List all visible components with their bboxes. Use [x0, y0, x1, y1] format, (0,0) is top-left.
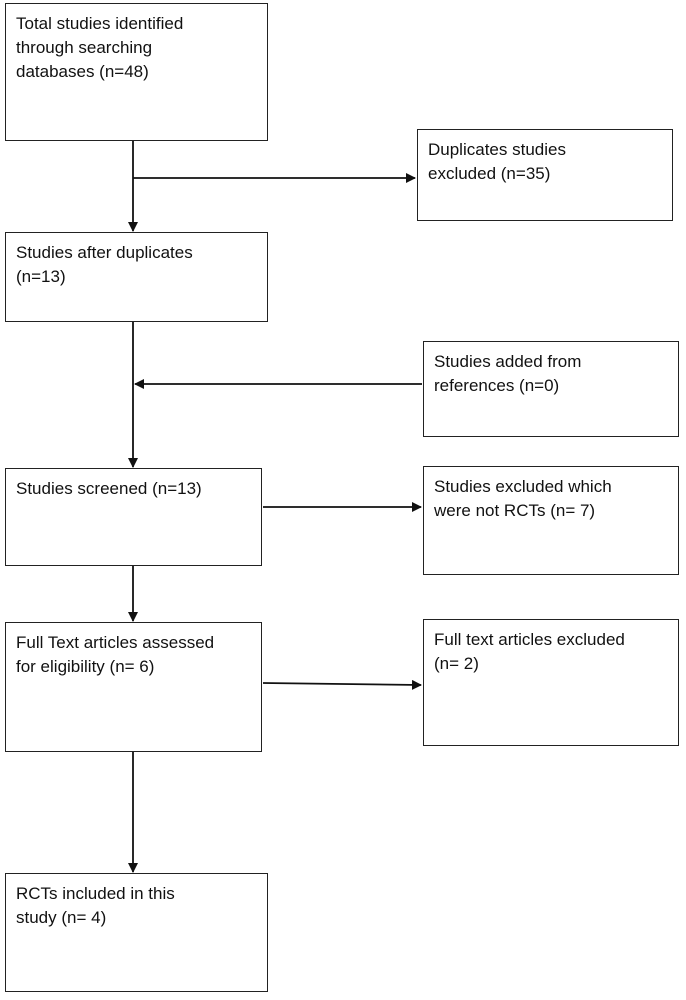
box-duplicates-excluded: Duplicates studies excluded (n=35)	[417, 129, 673, 221]
box-added-from-references: Studies added from references (n=0)	[423, 341, 679, 437]
box-rcts-included: RCTs included in this study (n= 4)	[5, 873, 268, 992]
box-after-duplicates: Studies after duplicates (n=13)	[5, 232, 268, 322]
box-full-text-assessed: Full Text articles assessed for eligibil…	[5, 622, 262, 752]
box-excluded-not-rcts: Studies excluded which were not RCTs (n=…	[423, 466, 679, 575]
box-studies-screened: Studies screened (n=13)	[5, 468, 262, 566]
box-full-text-excluded: Full text articles excluded (n= 2)	[423, 619, 679, 746]
arrow-to-full-text-excluded	[262, 679, 422, 690]
box-total-identified: Total studies identified through searchi…	[5, 3, 268, 141]
